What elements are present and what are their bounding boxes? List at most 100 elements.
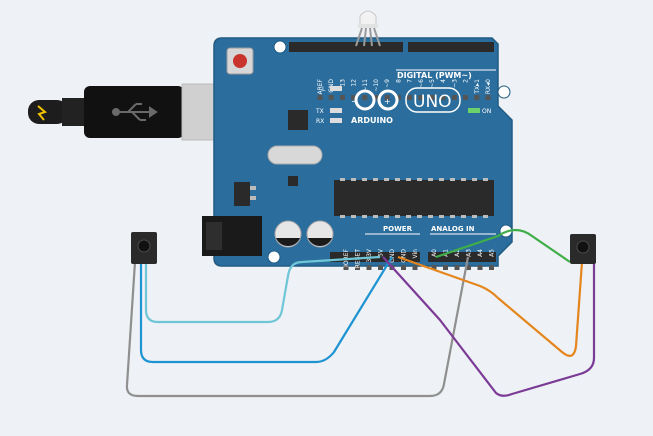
led-tx-label: TX bbox=[315, 108, 324, 115]
pin-label: IOREF bbox=[343, 248, 350, 266]
led-l bbox=[330, 86, 342, 91]
capacitor bbox=[274, 220, 302, 248]
pin-socket[interactable] bbox=[451, 95, 457, 100]
wire-orange[interactable] bbox=[397, 255, 584, 357]
pin-label: GND bbox=[328, 79, 335, 93]
pin-socket[interactable] bbox=[395, 95, 401, 100]
chip-pin bbox=[384, 178, 389, 181]
pin-socket[interactable] bbox=[489, 265, 494, 270]
pin-socket[interactable] bbox=[384, 95, 390, 100]
chip-pin bbox=[340, 178, 345, 181]
wire-blue[interactable] bbox=[139, 256, 393, 364]
pin-socket[interactable] bbox=[485, 95, 491, 100]
chip-pin bbox=[406, 215, 411, 218]
pin-socket[interactable] bbox=[401, 265, 406, 270]
wire-purple[interactable] bbox=[382, 256, 596, 397]
wire-green[interactable] bbox=[435, 228, 571, 263]
chip-pin bbox=[472, 215, 477, 218]
model-label: UNO bbox=[413, 92, 452, 112]
digital-header-right[interactable] bbox=[408, 42, 494, 52]
chip-pin bbox=[362, 215, 367, 218]
pin-label: GND bbox=[401, 249, 408, 263]
pin-socket[interactable] bbox=[431, 265, 437, 270]
usb-chip bbox=[288, 110, 308, 130]
power-led bbox=[468, 108, 480, 113]
usb-icon bbox=[112, 103, 158, 121]
led-l-label: L bbox=[322, 86, 326, 93]
crystal-oscillator bbox=[267, 145, 323, 165]
arduino-logo-icon bbox=[354, 89, 399, 111]
pin-socket[interactable] bbox=[418, 95, 424, 100]
pin-socket[interactable] bbox=[440, 95, 446, 100]
chip-pin bbox=[351, 178, 356, 181]
temperature-sensor-right[interactable] bbox=[570, 234, 596, 264]
pin-socket[interactable] bbox=[477, 265, 483, 270]
chip-pin bbox=[384, 215, 389, 218]
rgb-led[interactable] bbox=[355, 10, 381, 47]
pin-label: GND bbox=[389, 249, 396, 263]
pin-socket[interactable] bbox=[328, 95, 334, 100]
chip-pin bbox=[428, 215, 433, 218]
led-rx bbox=[330, 118, 342, 123]
pin-label: ~3 bbox=[451, 79, 458, 88]
brand-label: ARDUINO bbox=[351, 116, 393, 125]
pin-socket[interactable] bbox=[355, 265, 360, 270]
pin-label: TX▸1 bbox=[474, 79, 481, 95]
wire-gray[interactable] bbox=[125, 256, 470, 398]
led-rx-label: RX bbox=[316, 118, 324, 125]
led-tx bbox=[330, 108, 342, 113]
chip-pin bbox=[362, 178, 367, 181]
analog-header[interactable] bbox=[428, 252, 496, 262]
pin-socket[interactable] bbox=[378, 265, 383, 270]
power-header-label: POWER bbox=[383, 225, 413, 233]
pin-socket[interactable] bbox=[407, 95, 413, 100]
pin-socket[interactable] bbox=[373, 95, 379, 100]
pin-socket[interactable] bbox=[443, 265, 448, 270]
chip-pin bbox=[439, 215, 444, 218]
power-led-label: ON bbox=[482, 108, 491, 115]
digital-header-label: DIGITAL (PWM~) bbox=[397, 71, 472, 80]
chip-pin bbox=[472, 178, 477, 181]
mounting-hole bbox=[267, 250, 281, 264]
pin-label: ~9 bbox=[384, 79, 391, 88]
usb-cable[interactable] bbox=[28, 83, 233, 141]
chip-pin bbox=[406, 178, 411, 181]
wire-lightblue[interactable] bbox=[144, 255, 381, 324]
chip-pin bbox=[417, 178, 422, 181]
pin-label: Vin bbox=[412, 249, 419, 259]
chip-pin bbox=[439, 178, 444, 181]
pin-label: 8 bbox=[395, 79, 402, 83]
pin-socket[interactable] bbox=[454, 265, 460, 270]
pin-socket[interactable] bbox=[339, 95, 345, 100]
chip-pin bbox=[483, 178, 488, 181]
pin-socket[interactable] bbox=[351, 95, 357, 100]
pin-socket[interactable] bbox=[343, 265, 349, 270]
chip-pin bbox=[450, 215, 455, 218]
chip-pin bbox=[461, 215, 466, 218]
digital-header-left[interactable] bbox=[289, 42, 403, 52]
pin-socket[interactable] bbox=[463, 95, 469, 100]
pin-socket[interactable] bbox=[429, 95, 435, 100]
pin-label: 5V bbox=[378, 248, 385, 257]
pin-label: 3.3V bbox=[366, 248, 373, 263]
chip-pin bbox=[450, 178, 455, 181]
pin-socket[interactable] bbox=[317, 95, 323, 100]
pin-socket[interactable] bbox=[362, 95, 368, 100]
pin-label: 2 bbox=[463, 79, 470, 83]
pin-label: AREF bbox=[317, 78, 324, 94]
temperature-sensor-left[interactable] bbox=[131, 232, 157, 264]
pin-socket[interactable] bbox=[474, 95, 480, 100]
pin-socket[interactable] bbox=[466, 265, 471, 270]
chip-pin bbox=[395, 215, 400, 218]
pin-socket[interactable] bbox=[412, 265, 418, 270]
pin-label: 13 bbox=[339, 79, 346, 87]
microcontroller-chip bbox=[334, 180, 494, 216]
pin-label: A5 bbox=[489, 249, 496, 257]
mounting-hole bbox=[273, 40, 287, 54]
chip-pin bbox=[461, 178, 466, 181]
pin-socket[interactable] bbox=[366, 265, 372, 270]
